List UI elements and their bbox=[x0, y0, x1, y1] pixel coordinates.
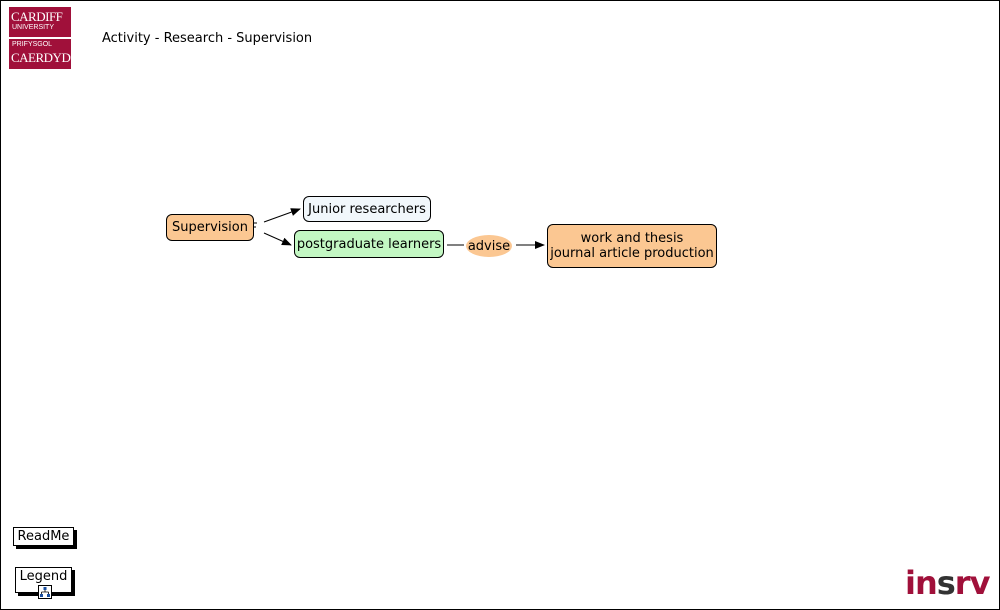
legend-label: Legend bbox=[19, 569, 68, 584]
readme-button[interactable]: ReadMe bbox=[13, 527, 74, 546]
node-junior-researchers[interactable]: Junior researchers bbox=[303, 196, 431, 222]
insrv-logo-suffix: rv bbox=[954, 564, 991, 602]
node-work-and-thesis[interactable]: work and thesis journal article producti… bbox=[547, 224, 717, 268]
node-postgraduate-learners-label: postgraduate learners bbox=[296, 236, 442, 252]
edge-tick-mark bbox=[254, 222, 257, 228]
hierarchy-icon bbox=[38, 585, 52, 599]
insrv-logo: insrv bbox=[905, 564, 991, 602]
logo-text-cardiff: CARDIFF bbox=[11, 9, 63, 24]
edge-supervision-to-postgraduate bbox=[263, 232, 292, 246]
node-supervision[interactable]: Supervision bbox=[166, 214, 254, 241]
insrv-logo-prefix: in bbox=[905, 564, 938, 602]
logo-text-prifysgol: PRIFYSGOL bbox=[12, 41, 53, 48]
node-supervision-label: Supervision bbox=[172, 220, 248, 235]
edge-supervision-to-junior bbox=[263, 208, 301, 223]
breadcrumb: Activity - Research - Supervision bbox=[102, 31, 313, 46]
node-junior-researchers-label: Junior researchers bbox=[308, 201, 426, 217]
legend-button[interactable]: Legend bbox=[15, 567, 72, 599]
university-logo: CARDIFF UNIVERSITY PRIFYSGOL CAERDYD bbox=[9, 7, 71, 69]
logo-divider bbox=[9, 37, 71, 39]
logo-text-caerdydd: CAERDYD bbox=[11, 50, 71, 65]
relation-advise-label: advise bbox=[467, 238, 511, 254]
node-work-line2: journal article production bbox=[550, 246, 714, 261]
node-postgraduate-learners[interactable]: postgraduate learners bbox=[294, 230, 444, 258]
node-work-line1: work and thesis bbox=[580, 231, 684, 246]
relation-advise: advise bbox=[466, 235, 512, 257]
insrv-logo-accent: s bbox=[936, 564, 956, 602]
logo-text-university: UNIVERSITY bbox=[12, 24, 55, 31]
